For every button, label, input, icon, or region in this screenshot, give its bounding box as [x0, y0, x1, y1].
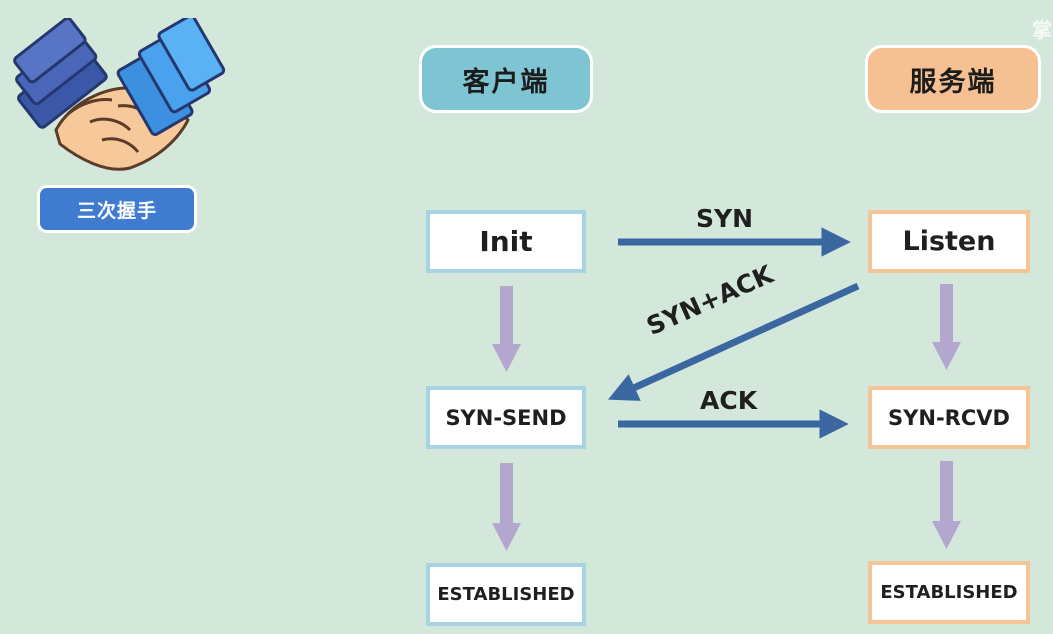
server-state-established: ESTABLISHED [868, 561, 1030, 624]
handshake-icon [13, 18, 226, 171]
server-state-syn-rcvd: SYN-RCVD [868, 386, 1030, 449]
client-state-syn-send: SYN-SEND [426, 386, 586, 449]
server-transition-arrow-2 [932, 461, 961, 549]
ack-label: ACK [700, 386, 758, 415]
syn-label: SYN [696, 204, 754, 233]
client-transition-arrow-1 [492, 286, 521, 372]
client-transition-arrow-2 [492, 463, 521, 551]
server-header: 服务端 [868, 48, 1038, 110]
server-state-listen: Listen [868, 210, 1030, 273]
syn-ack-arrow [607, 282, 860, 401]
client-state-established: ESTABLISHED [426, 563, 586, 626]
server-transition-arrow-1 [932, 284, 961, 370]
three-way-handshake-badge: 三次握手 [40, 188, 194, 230]
watermark-text: 掌 [1032, 18, 1052, 42]
client-header: 客户端 [422, 48, 590, 110]
client-state-init: Init [426, 210, 586, 273]
